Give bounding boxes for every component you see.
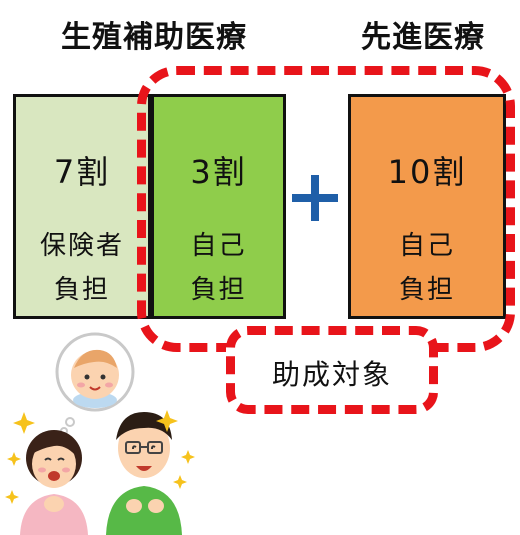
title-assisted-reproduction: 生殖補助医療 (61, 20, 247, 55)
plus-icon (292, 175, 338, 221)
self-assisted-line2: 負担 (190, 275, 247, 305)
insurer-share-box: 7割 保険者 負担 (13, 94, 151, 319)
subsidy-label: 助成対象 (226, 326, 438, 414)
self-advanced-line1: 自己 (398, 231, 455, 261)
self-pay-advanced-box: 10割 自己 負担 (348, 94, 506, 319)
title-advanced-medical: 先進医療 (361, 20, 485, 55)
couple-illustration (5, 332, 195, 535)
insurer-line2: 負担 (53, 275, 110, 305)
insurer-line1: 保険者 (39, 231, 124, 261)
subsidy-label-text: 助成対象 (271, 358, 392, 391)
insurer-ratio: 7割 (53, 153, 111, 191)
self-advanced-ratio: 10割 (387, 153, 467, 191)
sparkle-icon (5, 410, 195, 504)
self-advanced-line2: 負担 (398, 275, 455, 305)
self-assisted-line1: 自己 (190, 231, 247, 261)
self-pay-assisted-box: 3割 自己 負担 (151, 94, 286, 319)
man-figure (106, 412, 182, 535)
self-assisted-ratio: 3割 (190, 153, 247, 191)
subsidy-scope-outline (137, 66, 515, 352)
woman-figure (20, 430, 88, 535)
baby-icon (55, 332, 135, 412)
